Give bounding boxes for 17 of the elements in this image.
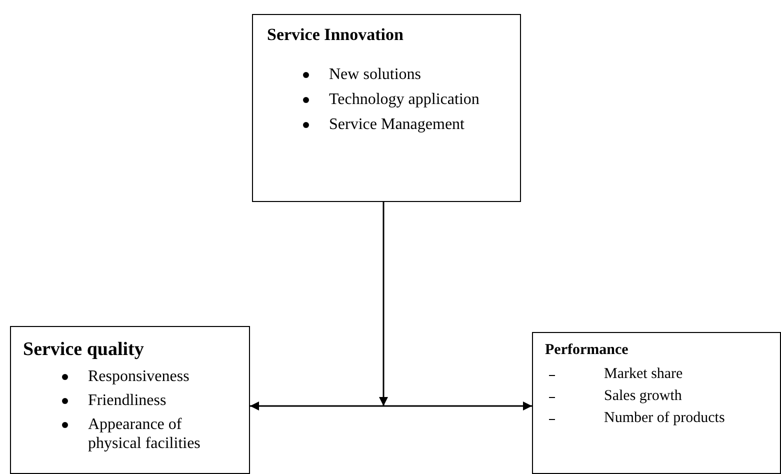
- box-heading: Performance: [545, 342, 628, 359]
- list-item: Market share: [604, 365, 684, 383]
- list-item: New solutions: [329, 65, 422, 84]
- list-item: Sales growth: [604, 387, 683, 405]
- box-heading: Service Innovation: [267, 25, 404, 45]
- box-heading: Service quality: [23, 339, 144, 361]
- list-item: Technology application: [329, 90, 480, 110]
- list-item: Responsiveness: [88, 367, 190, 386]
- concept-box: [252, 14, 521, 202]
- list-item: Service Management: [329, 115, 466, 134]
- arrow: [250, 402, 532, 410]
- concept-box: [532, 332, 781, 474]
- list-item: Appearance of physical facilities: [88, 415, 202, 454]
- arrow: [379, 202, 388, 406]
- list-item: Number of products: [604, 409, 726, 427]
- concept-box: [10, 326, 250, 474]
- list-item: Friendliness: [88, 391, 168, 410]
